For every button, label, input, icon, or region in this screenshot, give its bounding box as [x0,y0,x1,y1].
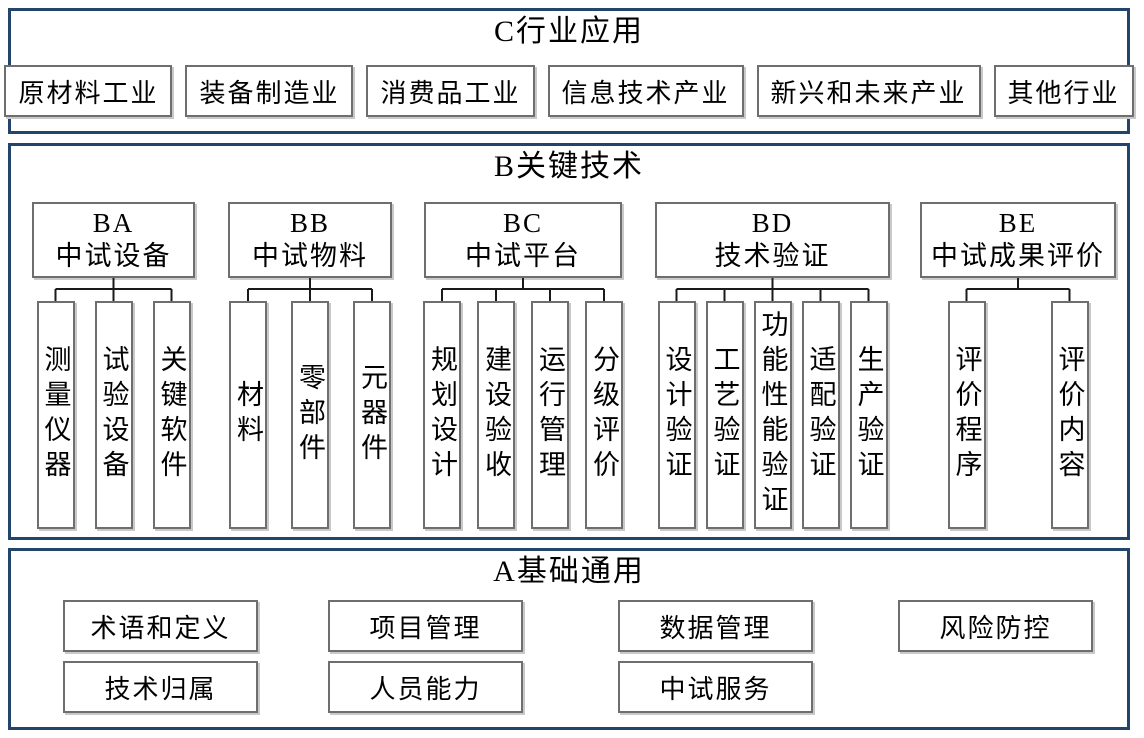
group-code: BC [502,208,544,238]
group-code: BD [751,208,794,238]
basic-items-grid: 术语和定义 项目管理 数据管理 风险防控技术归属 人员能力 中试服务 [11,600,1127,713]
section-basic-title: A基础通用 [493,555,645,588]
group-children: 测量仪器试验设备关键软件 [36,301,191,529]
tech-item: 零部件 [291,301,329,529]
basic-item: 技术归属 [63,661,258,713]
tech-item: 材料 [229,301,267,529]
basic-row: 术语和定义 项目管理 数据管理 风险防控 [11,600,1127,652]
group-name: 中试设备 [55,241,172,271]
group-name: 中试物料 [252,241,368,271]
section-industry-application: C行业应用 原材料工业装备制造业消费品工业信息技术产业新兴和未来产业其他行业 [4,8,1134,134]
industry-item: 信息技术产业 [547,65,744,117]
group-name: 中试成果评价 [931,241,1105,271]
industry-item: 装备制造业 [185,65,354,117]
industry-items-row: 原材料工业装备制造业消费品工业信息技术产业新兴和未来产业其他行业 [4,65,1134,117]
basic-item: 中试服务 [618,661,813,713]
basic-item: 术语和定义 [63,600,258,652]
group-code: BE [998,208,1038,238]
tech-item: 分级评价 [585,301,623,529]
tech-item: 规划设计 [423,301,461,529]
basic-item: 风险防控 [898,600,1093,652]
tech-item: 工艺验证 [705,301,744,529]
tech-item: 测量仪器 [36,301,75,529]
tech-item: 评价内容 [1050,301,1089,529]
group-code: BB [289,208,331,238]
group-children: 材料零部件元器件 [229,301,391,529]
group-children: 评价程序 评价内容 [947,301,1089,529]
basic-item: 人员能力 [328,661,523,713]
group-children: 设计验证工艺验证功能性能验证适配验证生产验证 [657,301,888,529]
tech-item: 设计验证 [657,301,696,529]
section-basic-general: A基础通用 术语和定义 项目管理 数据管理 风险防控技术归属 人员能力 中试服务 [8,548,1130,730]
basic-item: 数据管理 [618,600,813,652]
industry-item: 消费品工业 [366,65,535,117]
tech-item: 生产验证 [849,301,888,529]
industry-item: 新兴和未来产业 [756,65,981,117]
group-name: 技术验证 [714,241,831,271]
tech-item: 元器件 [353,301,391,529]
tech-item: 建设验收 [477,301,515,529]
section-key-tech-title: B关键技术 [493,150,644,183]
tech-item: 试验设备 [94,301,133,529]
section-industry-title: C行业应用 [493,15,644,48]
tech-item: 关键软件 [152,301,191,529]
tech-item: 适配验证 [801,301,840,529]
industry-item: 其他行业 [993,65,1134,117]
tech-item: 评价程序 [947,301,986,529]
basic-row: 技术归属 人员能力 中试服务 [11,661,1127,713]
basic-item: 项目管理 [328,600,523,652]
group-name: 中试平台 [465,241,581,271]
industry-item: 原材料工业 [4,65,173,117]
group-code: BA [92,208,135,238]
tech-item: 功能性能验证 [753,301,792,529]
tech-item: 运行管理 [531,301,569,529]
group-children: 规划设计建设验收运行管理分级评价 [423,301,623,529]
